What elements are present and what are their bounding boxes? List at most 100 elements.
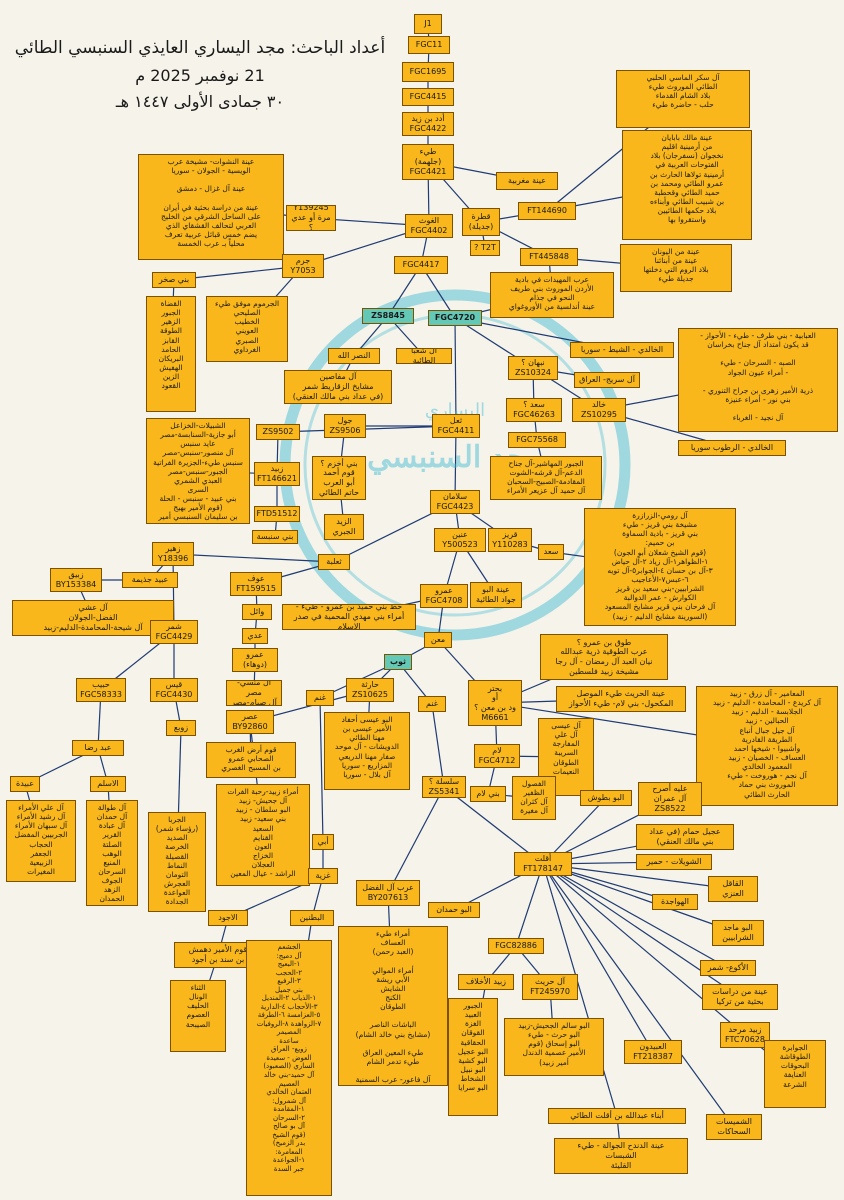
node-lam[interactable]: لام FGC4712: [474, 744, 520, 768]
node-note-jubur[interactable]: الجبور العبيد الغزة القوقان الحقاقية الب…: [448, 998, 498, 1116]
node-abi[interactable]: أبي: [312, 834, 334, 850]
node-aqlat[interactable]: أقلت FT178147: [514, 852, 572, 876]
node-note-juhana[interactable]: الجبور المهاشير-آل جناح الدعم-آل قرشه-ال…: [490, 456, 602, 500]
node-hawajda[interactable]: الهواجدة: [652, 894, 698, 910]
node-bani-sakhr[interactable]: بني صخر: [152, 272, 196, 288]
node-note-abaya[interactable]: العبابية - بني طرف - طيء - الأحواز - قد …: [678, 328, 838, 432]
node-qays[interactable]: قيس FGC4430: [150, 678, 198, 702]
node-fgc1695[interactable]: FGC1695: [402, 62, 454, 82]
node-note-tawq[interactable]: طوق بن عمرو ؟ عرب الطوقية ذرية عبدالله ن…: [540, 634, 668, 680]
node-aslam[interactable]: الاسلم: [90, 776, 126, 792]
node-y7053[interactable]: جرم Y7053: [282, 254, 324, 278]
node-note-jashaam[interactable]: الجشعم آل دميج: ١-البعيج ٢-الحجب ٣-الرفي…: [246, 940, 332, 1196]
node-fgc82886[interactable]: FGC82886: [488, 938, 544, 954]
node-ft146621[interactable]: زبيد FT146621: [254, 462, 300, 486]
node-ft445848[interactable]: FT445848: [520, 248, 578, 266]
node-note-umara[interactable]: أمراء طيء العساف (العبد رحمن) أمراء المو…: [338, 926, 448, 1086]
node-jaul[interactable]: جول ZS9506: [324, 414, 366, 438]
node-note-hurayth[interactable]: عينة الحريث طيء الموصل المكحول- بني لام-…: [556, 686, 686, 712]
node-note-ubayda[interactable]: آل علي الأمراء آل رشيد الأمراء آل سبهان …: [6, 800, 76, 882]
node-adi[interactable]: عدي: [242, 628, 268, 644]
node-mitr[interactable]: عصر BY92860: [226, 710, 274, 734]
node-note-shibilat[interactable]: الشبيلات-الخزاعل أبو جازية-السنابسة-مصر …: [146, 418, 250, 524]
node-note-abu-salim[interactable]: البو سالم الجحيش-زبيد البو حرث - طيء الب…: [504, 1018, 604, 1076]
node-qutra[interactable]: قطرة (جديلة): [462, 208, 500, 236]
node-ghanm[interactable]: غنم: [306, 690, 334, 706]
node-zs9502[interactable]: ZS9502: [256, 424, 300, 440]
node-note-jarba[interactable]: الجربا (رؤساء شمر) الصديد الخرصة القصيلة…: [148, 812, 206, 912]
node-zabiq[interactable]: زبيق BY153384: [50, 568, 102, 592]
node-ftd51512[interactable]: FTD51512: [254, 506, 300, 522]
node-batnin[interactable]: البطنين: [290, 910, 334, 926]
node-salaman[interactable]: سلامان FGC4423: [430, 490, 480, 514]
node-habib[interactable]: حبيب FGC58333: [76, 678, 126, 702]
node-note-fusul[interactable]: الفصول الظفير آل كثران آل مغيرة: [512, 776, 556, 820]
node-abd-reda[interactable]: عبد رضا: [72, 740, 124, 756]
node-j1[interactable]: J1: [414, 14, 442, 34]
node-zs8845[interactable]: ZS8845: [362, 308, 414, 324]
node-al-shaba[interactable]: آل شعبا الطائية: [396, 348, 452, 364]
node-note-maamer[interactable]: المعامير - آل زرق - زبيد آل كريدع - المح…: [696, 686, 838, 806]
node-ft218387[interactable]: العبيدون FT218387: [624, 1040, 682, 1064]
node-maghribiya[interactable]: عينة مغربية: [496, 172, 558, 190]
node-note-saad-ahwaz[interactable]: عليه أصرح آل عمران ZS8522: [638, 782, 702, 816]
node-ftc70628[interactable]: زبيد مرحد FTC70628: [720, 1022, 770, 1048]
node-note-dandah[interactable]: عينة الدندح الجوالة - طيء الشبسات القليئ…: [554, 1138, 688, 1174]
node-shammar[interactable]: شمر FGC4429: [150, 620, 198, 644]
node-note-armenia[interactable]: عينة مالك بابايان من أرمينية اقليم نخجوا…: [622, 130, 752, 240]
node-note-jawabra[interactable]: الجوابرة الطوقاشة البحوقات العنايفة الشر…: [764, 1040, 826, 1108]
node-note-abu-fadl[interactable]: عرب آل الفضل BY207613: [356, 880, 420, 906]
node-bohtur[interactable]: بحتر أو ود بن معن ؟ M6661: [468, 680, 522, 726]
node-ft144690[interactable]: FT144690: [518, 202, 576, 220]
node-akwa[interactable]: الأكوع- شمر: [700, 960, 756, 976]
node-qurayz[interactable]: قريز Y110283: [488, 528, 532, 552]
node-y139245[interactable]: Y139245 مرة أو عدي ؟: [286, 205, 336, 231]
node-bubatush[interactable]: البو بطوش: [580, 790, 632, 806]
node-shuwaylat[interactable]: الشويلات - حمير: [636, 854, 712, 870]
node-note-roumi[interactable]: آل رومي-الزرازرة مشيخة بني قريز - طيء بن…: [584, 508, 736, 626]
node-thaalba[interactable]: ثعلبة: [318, 554, 350, 570]
node-bani-akhzam[interactable]: بني أخزم ؟ قوم أحمد أبو العرب حاتم الطائ…: [312, 456, 366, 500]
node-abu-hamdan[interactable]: البو حمدان: [428, 902, 480, 918]
node-ubayda[interactable]: عبيدة: [10, 776, 40, 792]
node-ubayn[interactable]: عنين Y500523: [434, 528, 486, 552]
node-note-wusaysa[interactable]: عينة النشوات- مشيخة عرب الويسية - الجولا…: [138, 154, 284, 260]
node-note-qawm[interactable]: قوم أرض الغرب الصحابي عمرو بن المسبح الغ…: [206, 742, 296, 778]
node-abu-majid[interactable]: البو ماجد الشرابيين: [712, 920, 764, 946]
node-note-ashi[interactable]: آل عشي الفضل-الجولان آل شيحة-المحامدة-ال…: [12, 600, 174, 636]
node-fgc4402[interactable]: الغوث FGC4402: [405, 214, 453, 238]
node-note-aslam[interactable]: آل طوالة آل حمدان آل عبادة القرير الصلتة…: [86, 800, 138, 906]
node-saad2[interactable]: سعد: [538, 544, 564, 560]
node-fgc4411[interactable]: ثعل FGC4411: [432, 414, 480, 438]
node-note-ajil[interactable]: عجيل حمام (في عداد بني مالك العنقي): [636, 824, 734, 850]
node-awf[interactable]: عوف FT159515: [230, 572, 282, 596]
node-fgc4720[interactable]: FGC4720: [428, 310, 482, 326]
node-bani-lam[interactable]: بني لام: [470, 786, 506, 802]
node-note-qudah[interactable]: القضاة الجبور الزهير الطوقة القابز الحام…: [146, 296, 196, 412]
node-saad[interactable]: سعد ؟ FGC46263: [506, 398, 562, 422]
node-silsila[interactable]: سلسلة ؟ ZS5341: [422, 776, 466, 798]
node-amrow[interactable]: عمرو (دوهاء): [232, 648, 278, 672]
node-waail[interactable]: وائل: [242, 604, 272, 620]
node-note-tunaa[interactable]: الثناء الونال الحليف العصوم الصيبحة: [170, 980, 226, 1052]
node-bani-sinbis[interactable]: بني سنبسة: [252, 530, 298, 544]
node-amr[interactable]: عمرو FGC4708: [420, 584, 468, 608]
node-al-sarij[interactable]: آل سريج- العراق: [574, 372, 640, 388]
node-note-jarm[interactable]: الجرموم موفق طيء الصليحي الخطيب العويني …: [206, 296, 288, 362]
node-zawba[interactable]: زوبع: [166, 720, 196, 736]
node-zubaid-akhlaf[interactable]: زبيد الأخلاف: [458, 974, 514, 990]
node-fgc11[interactable]: FGC11: [408, 36, 450, 54]
node-ubayd-jadhima[interactable]: عبيد جذيمة: [122, 572, 178, 588]
node-note-greece[interactable]: عينة من اليونان عينة من أبنائنا بلاد الر…: [620, 244, 732, 292]
node-fgc75568[interactable]: FGC75568: [508, 432, 566, 448]
node-note-turkey[interactable]: عينة من دراسات بحثية من تركيا: [702, 984, 778, 1010]
node-nasrallah[interactable]: النصر الله: [328, 348, 380, 364]
node-note-zawba[interactable]: أمراء زبيد-رحبة الفرات آل جحيش- زبيد الب…: [216, 784, 310, 886]
node-ghazya[interactable]: غزية: [308, 868, 338, 884]
node-khaldi-sy[interactable]: الخالدي - الرطوب سوريا: [678, 440, 786, 456]
node-ajwad[interactable]: الاجود: [208, 910, 248, 926]
node-nabhan[interactable]: نبهان ؟ ZS10324: [508, 356, 558, 380]
node-al-qaqil[interactable]: القاقل العنزي: [708, 876, 758, 902]
node-t2t[interactable]: T2T ?: [470, 240, 500, 256]
node-note-jordan[interactable]: عرب المهيدات في بادية الأردن الموروث بني…: [490, 272, 614, 318]
